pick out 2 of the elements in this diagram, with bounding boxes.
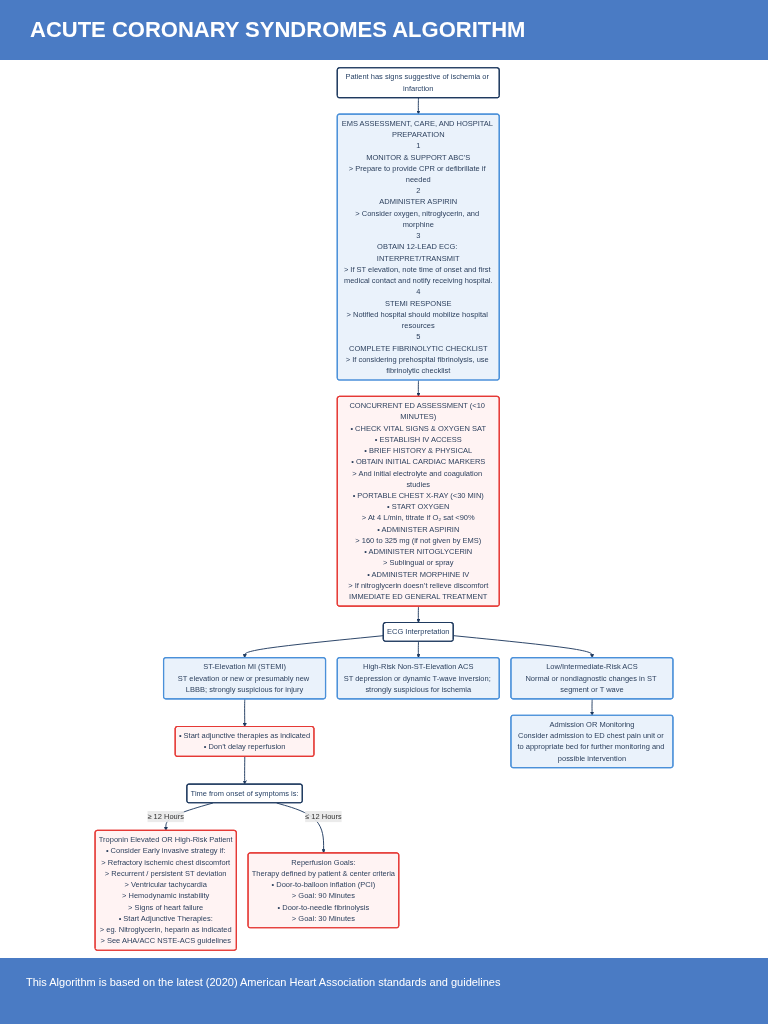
caption: This Algorithm is based on the latest (2020) American Heart Association standards and guidelines bbox=[26, 976, 501, 988]
title: ACUTE CORONARY SYNDROMES ALGORITHM bbox=[30, 17, 526, 43]
